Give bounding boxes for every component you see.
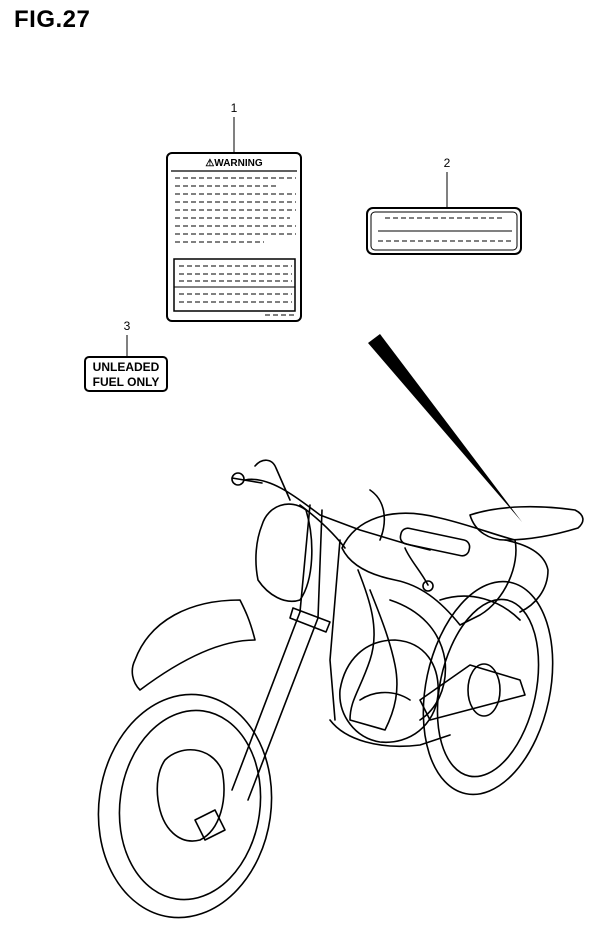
- figure-title: FIG.27: [14, 6, 91, 33]
- unleaded-fuel-label-part-3: UNLEADED FUEL ONLY: [84, 356, 168, 392]
- callout-2: 2: [443, 156, 451, 170]
- label-line-1: UNLEADED: [92, 360, 160, 374]
- location-pointer: [368, 334, 522, 522]
- warning-label-part-1: [166, 152, 302, 322]
- label-line-2: FUEL ONLY: [92, 375, 160, 389]
- label-part-2: [366, 207, 522, 255]
- motorcycle-illustration: [97, 459, 584, 919]
- callout-1: 1: [230, 101, 238, 115]
- callout-3: 3: [123, 319, 131, 333]
- warning-header: ⚠WARNING: [205, 158, 263, 169]
